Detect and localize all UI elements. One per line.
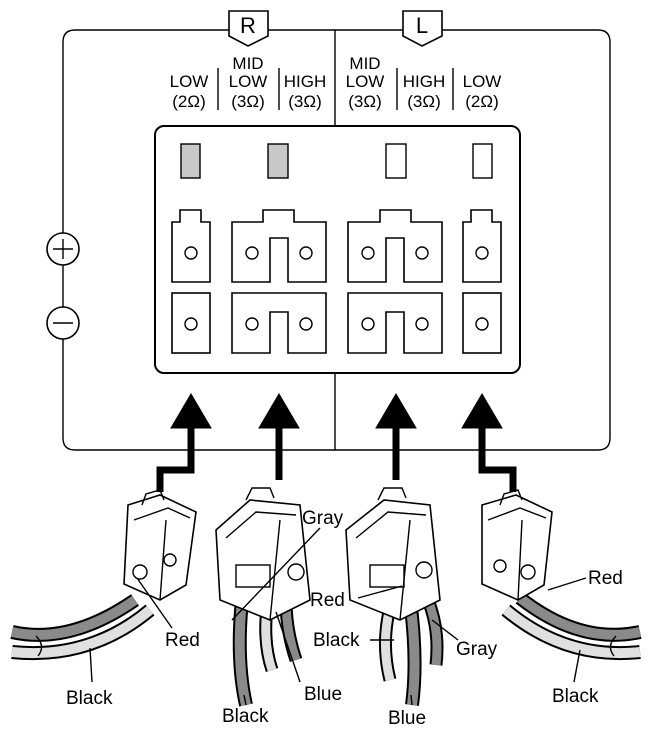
wire-labels: Red Black Gray Black Blue Red Black Gray… — [66, 508, 623, 729]
c1-black-label: Black — [66, 688, 113, 709]
connector-2 — [215, 487, 311, 707]
l3-heading-line1: LOW — [463, 72, 502, 91]
plus-symbol — [46, 232, 80, 266]
l1-heading-line0: MID — [349, 54, 380, 73]
channel-tab-right: R — [228, 10, 269, 47]
c2-gray-label: Gray — [302, 508, 344, 529]
c3-red-label: Red — [310, 590, 345, 611]
channel-r-label: R — [240, 13, 256, 38]
channel-tab-left: L — [402, 10, 443, 47]
r2-heading-line1: LOW — [229, 72, 268, 91]
r1-heading-line2: (2Ω) — [172, 92, 206, 111]
l2-heading-line2: (3Ω) — [407, 92, 441, 111]
outer-frame — [62, 29, 611, 451]
arrow-3 — [375, 393, 417, 480]
l1-heading-line1: LOW — [346, 72, 385, 91]
indicator-r-low — [180, 143, 201, 179]
r3-heading-line1: HIGH — [284, 72, 327, 91]
socket-l-low — [462, 209, 502, 354]
c1-red-label: Red — [165, 630, 200, 651]
terminal-panel — [154, 125, 521, 374]
l3-heading-line2: (2Ω) — [465, 92, 499, 111]
r2-heading-line2: (3Ω) — [231, 92, 265, 111]
r2-heading-line0: MID — [232, 54, 263, 73]
c2-blue-label: Blue — [304, 684, 342, 705]
minus-symbol — [46, 306, 80, 340]
indicator-l-low — [472, 143, 493, 179]
socket-r-low — [171, 209, 211, 354]
indicator-r-mid-low — [267, 143, 289, 179]
c3-gray-label: Gray — [456, 639, 498, 660]
r3-heading-line2: (3Ω) — [288, 92, 322, 111]
arrow-2 — [258, 393, 300, 480]
arrow-4 — [461, 393, 517, 492]
indicator-l-mid-low — [385, 143, 407, 179]
r1-heading-line1: LOW — [170, 72, 209, 91]
leader-lines — [89, 527, 587, 706]
channel-l-label: L — [416, 13, 428, 38]
socket-r-mid-high — [231, 209, 327, 354]
c3-black-label: Black — [313, 630, 360, 651]
column-headings: LOW (2Ω) MID LOW (3Ω) HIGH (3Ω) MID LOW … — [170, 54, 502, 111]
l2-heading-line1: HIGH — [403, 72, 446, 91]
arrow-1 — [156, 393, 212, 492]
connector-4 — [481, 489, 642, 661]
c3-blue-label: Blue — [388, 708, 426, 729]
connector-3 — [345, 487, 444, 706]
c4-black-label: Black — [552, 686, 599, 707]
socket-l-mid-high — [347, 209, 443, 354]
c4-red-label: Red — [588, 568, 623, 589]
connector-1 — [10, 489, 197, 661]
c2-black-label: Black — [222, 706, 269, 727]
l1-heading-line2: (3Ω) — [348, 92, 382, 111]
